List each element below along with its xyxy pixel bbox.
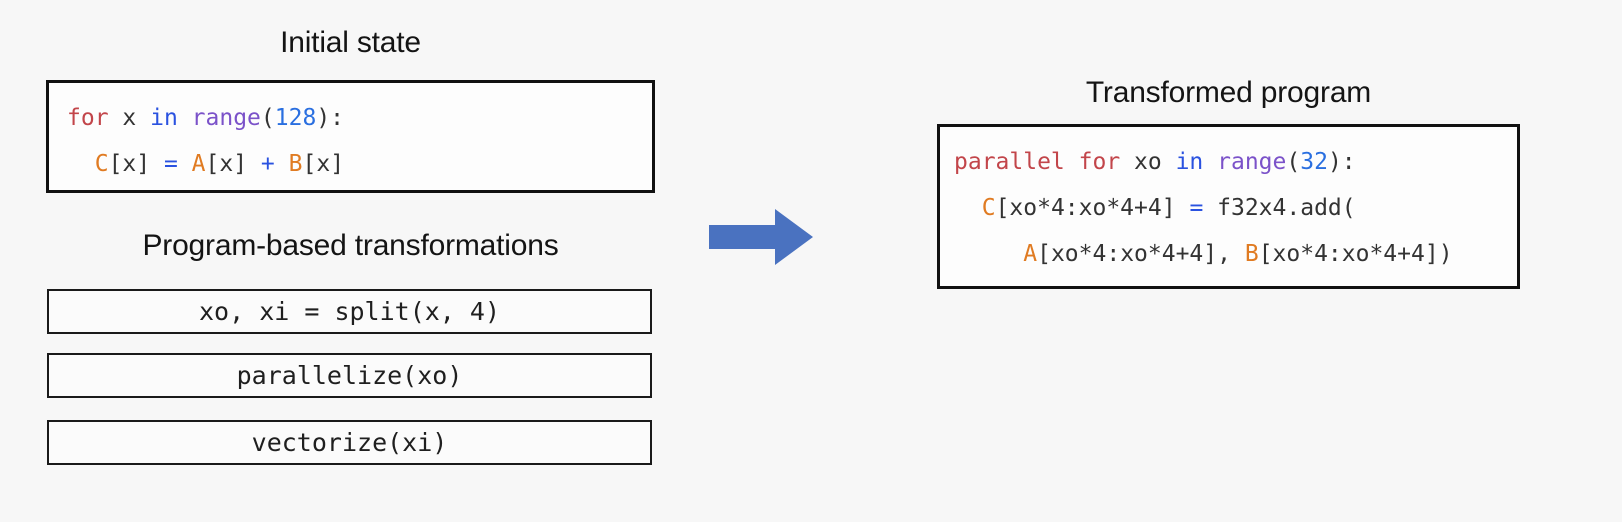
code-token-function: range [1217,149,1287,175]
code-token-plain [178,105,192,131]
code-token-operator: = [1189,195,1204,221]
code-token-function: range [191,105,261,131]
code-token-variable: A [191,151,206,177]
code-token-variable: B [288,151,303,177]
transformations-heading: Program-based transformations [142,229,559,262]
code-line: C[xo*4:xo*4+4] = f32x4.add( [954,185,1517,231]
code-token-operator: in [1175,149,1204,175]
code-token-plain: [x] [205,151,261,177]
transformed-program-heading: Transformed program [1085,76,1372,109]
code-token-variable: A [1023,241,1038,267]
code-token-keyword: parallel for [954,149,1121,175]
transformation-step-vectorize[interactable]: vectorize(xi) [47,420,652,465]
code-token-plain: x [108,105,151,131]
transformation-step-parallelize[interactable]: parallelize(xo) [47,353,652,398]
code-token-plain: ( [1286,149,1301,175]
code-line: A[xo*4:xo*4+4], B[xo*4:xo*4+4]) [954,231,1517,277]
arrow-shape [709,209,813,265]
code-token-number: 128 [274,105,317,131]
code-line: C[x] = A[x] + B[x] [67,141,652,187]
code-token-plain [275,151,289,177]
right-arrow-icon [709,209,813,265]
code-token-plain [954,241,1023,267]
code-token-plain [67,151,95,177]
transformation-step-split[interactable]: xo, xi = split(x, 4) [47,289,652,334]
code-token-operator: = [163,151,178,177]
code-token-keyword: for [67,105,109,131]
code-token-operator: + [260,151,275,177]
code-token-plain: [xo*4:xo*4+4]) [1258,241,1453,267]
code-token-plain [1203,149,1217,175]
code-token-number: 32 [1300,149,1328,175]
code-token-plain [178,151,192,177]
code-token-plain: ): [316,105,345,131]
code-token-plain: [xo*4:xo*4+4] [995,195,1190,221]
transformed-program-code-block: parallel for xo in range(32): C[xo*4:xo*… [937,124,1520,289]
code-token-plain: ( [260,105,275,131]
initial-state-heading: Initial state [280,26,421,59]
code-token-plain [954,195,982,221]
code-line: for x in range(128): [67,95,652,141]
code-line: parallel for xo in range(32): [954,139,1517,185]
code-token-plain: [xo*4:xo*4+4], [1037,241,1245,267]
code-token-variable: C [94,151,109,177]
code-token-plain: xo [1120,149,1176,175]
code-token-operator: in [150,105,178,131]
code-token-plain: f32x4.add( [1203,195,1356,221]
initial-state-code-block: for x in range(128): C[x] = A[x] + B[x] [46,80,655,193]
code-token-plain: [x] [302,151,345,177]
code-token-variable: C [981,195,996,221]
code-token-variable: B [1244,241,1259,267]
code-token-plain: [x] [108,151,164,177]
code-token-plain: ): [1327,149,1356,175]
